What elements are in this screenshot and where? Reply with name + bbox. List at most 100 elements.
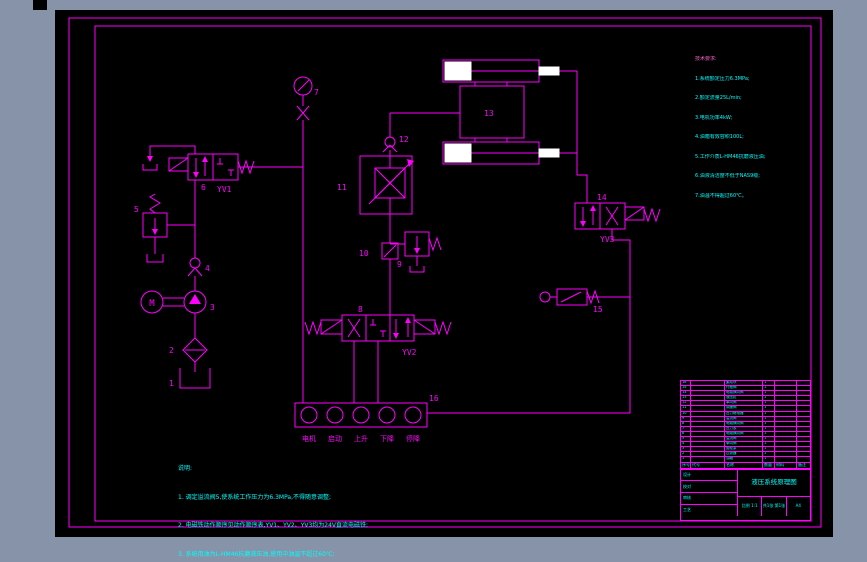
drawing-title: 液压系统原理图 xyxy=(738,470,810,497)
label-15: 15 xyxy=(593,305,603,314)
bom-cell: 5 xyxy=(681,437,691,443)
relief-valve-2-symbol: 9 xyxy=(397,231,442,273)
hydraulic-schematic: 1 2 M 3 4 xyxy=(68,17,822,528)
label-4: 4 xyxy=(205,264,210,273)
label-7: 7 xyxy=(314,88,319,97)
description-notes: 说明: 1. 调定溢流阀5,使系统工作压力为6.3MPa,不得随意调整; 2. … xyxy=(178,445,508,562)
bom-cell: 备注 xyxy=(797,463,810,469)
bom-cell xyxy=(691,401,725,407)
bom-cell xyxy=(797,437,810,443)
drawing-frame xyxy=(68,17,822,528)
bom-cell xyxy=(691,416,725,422)
port-label-stop: 停降 xyxy=(406,434,420,443)
bom-cell: 压力表 xyxy=(725,426,763,432)
bom-cell: 3 xyxy=(681,447,691,453)
port-label-up: 上升 xyxy=(354,434,368,443)
bom-cell: 单向阀 xyxy=(725,401,763,407)
bom-cell: 6 xyxy=(681,431,691,438)
bom-cell: 8 xyxy=(681,421,691,427)
bom-cell: 电磁换向阀 xyxy=(725,391,763,397)
bom-cell: 15 xyxy=(681,386,691,392)
signature-rows: 设计 校对 审核 工艺 xyxy=(681,469,738,516)
label-yv1: YV1 xyxy=(217,185,232,194)
label-8: 8 xyxy=(358,305,363,314)
bom-cell xyxy=(797,432,810,438)
bom-cell xyxy=(691,381,725,387)
bom-cell: 1 xyxy=(763,442,775,448)
bom-cell xyxy=(691,426,725,432)
drawing-canvas[interactable]: 1 2 M 3 4 xyxy=(55,10,833,558)
bom-cell: 1 xyxy=(763,386,775,392)
scale-cell: 比例 1:1 xyxy=(738,496,763,516)
bom-cell: 压力继电器 xyxy=(725,411,763,417)
label-14: 14 xyxy=(597,193,607,202)
bom-cell: 单向阀 xyxy=(725,442,763,448)
manifold-block-symbol: 16 电机 启动 上升 下降 停降 xyxy=(294,394,439,443)
title-block-bottom: 设计 校对 审核 工艺 液压系统原理图 比例 1:1 共1张 第1张 A4 xyxy=(681,468,810,516)
bom-cell xyxy=(775,381,797,387)
bom-cell xyxy=(797,396,810,402)
bom-cell: 1 xyxy=(763,401,775,407)
bom-cell xyxy=(797,412,810,417)
bom-cell xyxy=(797,417,810,422)
motor-label: M xyxy=(149,299,155,309)
pipe-lines xyxy=(149,70,631,414)
bom-cell xyxy=(691,437,725,443)
bom-cell xyxy=(797,442,810,448)
bom-cell xyxy=(797,406,810,412)
bom-cell: 电磁换向阀 xyxy=(725,421,763,427)
bom-cell xyxy=(775,437,797,443)
bom-cell xyxy=(775,447,797,453)
travel-valve-symbol: 15 xyxy=(539,288,603,314)
bom-cell: 电磁换向阀 xyxy=(725,431,763,438)
bom-cell: 名称 xyxy=(725,462,763,469)
bom-cell: 1 xyxy=(763,391,775,397)
label-6: 6 xyxy=(201,183,206,192)
bom-cell: 调速阀 xyxy=(725,406,763,412)
bom-cell: 1 xyxy=(763,447,775,453)
bom-cell xyxy=(691,457,725,463)
bom-cell xyxy=(797,427,810,432)
bom-cell: 11 xyxy=(681,406,691,412)
tank-symbol: 1 xyxy=(169,368,211,389)
bom-cell: 1 xyxy=(763,437,775,443)
bom-cell: 1 xyxy=(763,381,775,387)
bom-cell xyxy=(775,421,797,427)
label-12: 12 xyxy=(399,135,409,144)
bom-cell: 序号 xyxy=(681,462,691,469)
bom-cell xyxy=(797,457,810,463)
bom-cell: 行程阀 xyxy=(725,386,763,392)
bom-cell: 溢流阀 xyxy=(725,416,763,422)
bom-cell xyxy=(797,422,810,427)
label-yv2: YV2 xyxy=(402,348,417,357)
drawing-meta: 比例 1:1 共1张 第1张 A4 xyxy=(738,496,810,516)
bom-cell xyxy=(691,391,725,397)
bom-cell: 代号 xyxy=(691,462,725,469)
bom-cell xyxy=(775,452,797,458)
bom-cell: 12 xyxy=(681,401,691,407)
label-yv3: YV3 xyxy=(600,235,615,244)
sheets-cell: 共1张 第1张 xyxy=(762,496,787,516)
bom-cell xyxy=(775,391,797,397)
bom-cell xyxy=(691,447,725,453)
bom-cell xyxy=(775,386,797,392)
title-area: 液压系统原理图 比例 1:1 共1张 第1张 A4 xyxy=(738,470,810,516)
bom-cell: 过滤器 xyxy=(725,452,763,458)
bom-cell: 集成块 xyxy=(725,381,763,387)
process-row: 工艺 xyxy=(683,507,691,513)
bom-cell xyxy=(775,401,797,407)
bom-cell: 1 xyxy=(681,457,691,463)
label-13: 13 xyxy=(484,109,494,118)
